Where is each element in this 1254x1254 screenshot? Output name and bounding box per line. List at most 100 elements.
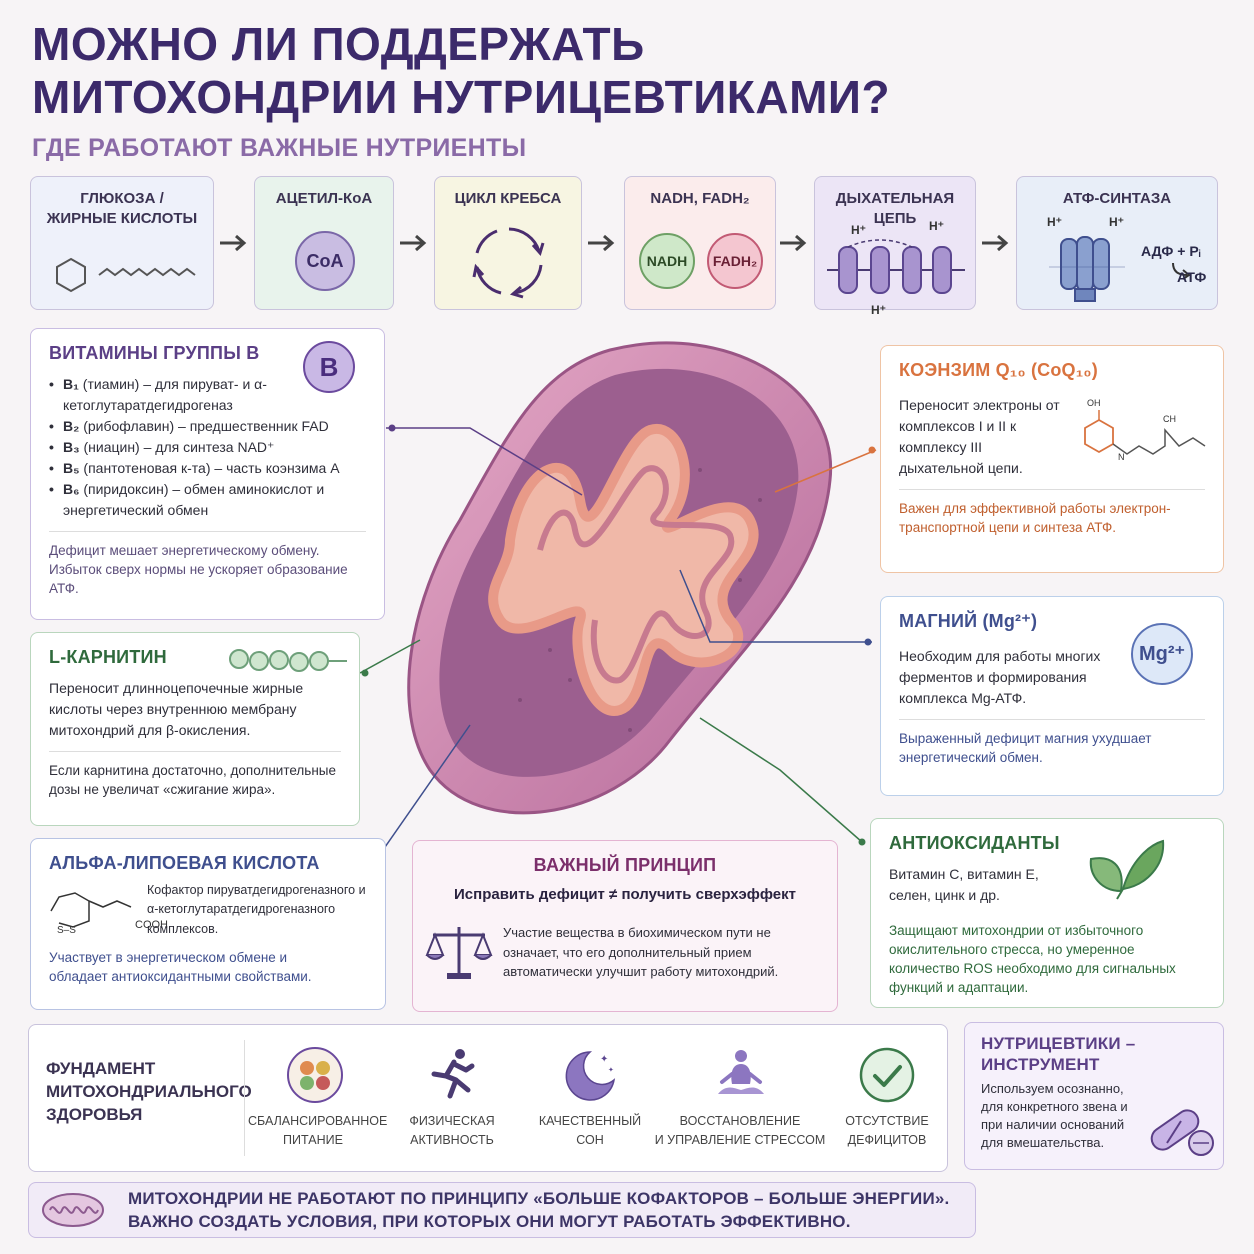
footer-message: МИТОХОНДРИИ НЕ РАБОТАЮТ ПО ПРИНЦИПУ «БОЛ… — [128, 1188, 949, 1234]
vitamin-list: B₁ (тиамин) – для пируват- и α-кетоглута… — [49, 374, 366, 521]
fadh2-badge: FADH₂ — [707, 233, 763, 289]
arrow-icon — [220, 234, 247, 252]
page-title: МОЖНО ЛИ ПОДДЕРЖАТЬ МИТОХОНДРИИ НУТРИЦЕВ… — [32, 18, 890, 124]
atp-label: АТФ — [1177, 269, 1207, 285]
card-coq10: КОЭНЗИМ Q₁₀ (CoQ₁₀) Переносит электроны … — [880, 345, 1224, 573]
meditation-icon — [718, 1050, 764, 1094]
electron-chain-icon — [827, 239, 965, 294]
card-text: Переносит длинноцепочечные жирные кислот… — [49, 680, 304, 738]
card-text: Необходим для работы многих ферментов и … — [899, 648, 1101, 706]
arrow-icon — [982, 234, 1009, 252]
arrow-icon — [588, 234, 615, 252]
card-note: Дефицит мешает энергетическому обмену. И… — [49, 543, 348, 596]
proton-label: H⁺ — [1109, 215, 1124, 229]
card-title: НУТРИЦЕВТИКИ – ИНСТРУМЕНТ — [981, 1034, 1136, 1075]
plate-icon — [287, 1047, 343, 1103]
check-circle-icon — [859, 1047, 915, 1103]
card-text: Витамин С, витамин Е, селен, цинк и др. — [889, 866, 1039, 903]
list-item: B₃ (ниацин) – для синтеза NAD⁺ — [49, 437, 366, 458]
list-item: B₅ (пантотеновая к-та) – часть коэнзима … — [49, 458, 366, 479]
proton-label: H⁺ — [1047, 215, 1062, 229]
flow-respiratory-chain: ДЫХАТЕЛЬНАЯ ЦЕПЬ H⁺ H⁺ H⁺ — [814, 176, 976, 317]
lipoic-molecule-icon — [50, 892, 132, 928]
cycle-arrows-icon — [472, 227, 545, 299]
arrow-icon — [400, 234, 427, 252]
foundation-panel — [28, 1024, 948, 1172]
molecule-chain-icon — [229, 649, 347, 672]
glucose-ring-icon — [56, 257, 196, 293]
card-nutraceuticals-tool: НУТРИЦЕВТИКИ – ИНСТРУМЕНТ Используем осо… — [964, 1022, 1224, 1170]
flow-resp-line2: ЦЕПЬ — [873, 210, 917, 228]
atp-synthase-icon — [1049, 236, 1125, 302]
flow-glucose: ГЛЮКОЗА / ЖИРНЫЕ КИСЛОТЫ — [30, 176, 214, 310]
proton-label: H⁺ — [851, 223, 866, 237]
card-l-carnitine: L-КАРНИТИН Переносит длинноцепочечные жи… — [30, 632, 360, 826]
footer-line-1: МИТОХОНДРИИ НЕ РАБОТАЮТ ПО ПРИНЦИПУ «БОЛ… — [128, 1189, 950, 1208]
card-note: Защищают митохондрии от избыточного окис… — [889, 923, 1176, 995]
card-text: Участие вещества в биохимическом пути не… — [503, 925, 779, 979]
nadh-badge: NADH — [639, 233, 695, 289]
flow-nadh-label: NADH, FADH₂ — [650, 190, 750, 207]
card-text: Кофактор пируватдегидрогеназного и α-кет… — [147, 883, 366, 936]
flow-krebs: ЦИКЛ КРЕБСА — [434, 176, 582, 310]
card-note: Важен для эффективной работы электрон-тр… — [899, 501, 1171, 535]
disulfide-label: S–S — [57, 925, 76, 936]
card-title: L-КАРНИТИН — [49, 647, 167, 667]
divider — [244, 1040, 245, 1156]
card-magnesium: МАГНИЙ (Mg²⁺) Mg²⁺ Необходим для работы … — [880, 596, 1224, 796]
divider — [49, 531, 366, 532]
principle-formula: Исправить дефицит ≠ получить сверхэффект — [454, 886, 796, 903]
card-note: Выраженный дефицит магния ухудшает энерг… — [899, 731, 1152, 765]
flow-nadh: NADH, FADH₂ NADH FADH₂ — [624, 176, 776, 310]
adp-label: АДФ + Pᵢ — [1141, 243, 1201, 259]
flow-resp-line1: ДЫХАТЕЛЬНАЯ — [835, 190, 955, 207]
title-line-1: МОЖНО ЛИ ПОДДЕРЖАТЬ — [32, 18, 645, 70]
flow-acetyl-label: АЦЕТИЛ-КоА — [275, 190, 373, 207]
carboxyl-label: COOH — [135, 919, 168, 931]
flow-glucose-line1: ГЛЮКОЗА / — [80, 190, 164, 207]
card-title: МАГНИЙ (Mg²⁺) — [899, 611, 1038, 631]
moon-icon: ✦✦ — [565, 1051, 616, 1101]
list-item: B₁ (тиамин) – для пируват- и α-кетоглута… — [49, 374, 366, 416]
divider — [899, 489, 1205, 490]
mitochondrion-icon — [42, 1193, 104, 1227]
flow-krebs-label: ЦИКЛ КРЕБСА — [454, 190, 562, 207]
page-subtitle: ГДЕ РАБОТАЮТ ВАЖНЫЕ НУТРИЕНТЫ — [32, 134, 527, 162]
svg-text:✦: ✦ — [600, 1054, 608, 1065]
nitrogen-label: N — [1118, 452, 1125, 462]
card-note: Если карнитина достаточно, дополнительны… — [49, 763, 336, 797]
card-title: ВИТАМИНЫ ГРУППЫ B — [49, 343, 260, 363]
card-title: КОЭНЗИМ Q₁₀ (CoQ₁₀) — [899, 360, 1098, 380]
divider — [49, 751, 341, 752]
proton-label: H⁺ — [929, 219, 944, 233]
scales-icon — [425, 927, 493, 979]
curved-arrow-icon — [1172, 262, 1191, 280]
magnesium-icon: Mg²⁺ — [1131, 623, 1193, 685]
methyl-label: CH — [1163, 414, 1176, 424]
flow-acetyl-coa: АЦЕТИЛ-КоА CoA — [254, 176, 394, 310]
card-title: АЛЬФА-ЛИПОЕВАЯ КИСЛОТА — [49, 853, 320, 873]
coa-badge: CoA — [295, 231, 355, 291]
card-title: АНТИОКСИДАНТЫ — [889, 833, 1060, 853]
list-item: B₆ (пиридоксин) – обмен аминокислот и эн… — [49, 479, 366, 521]
running-person-icon — [431, 1049, 475, 1099]
foundation-title: ФУНДАМЕНТ МИТОХОНДРИАЛЬНОГО ЗДОРОВЬЯ — [46, 1059, 252, 1124]
flow-glucose-line2: ЖИРНЫЕ КИСЛОТЫ — [46, 210, 198, 228]
arrow-icon — [780, 234, 807, 252]
footer-line-2: ВАЖНО СОЗДАТЬ УСЛОВИЯ, ПРИ КОТОРЫХ ОНИ М… — [128, 1211, 851, 1231]
card-title: ВАЖНЫЙ ПРИНЦИП — [533, 855, 717, 875]
coq10-molecule-icon — [1084, 410, 1206, 455]
list-item: B₂ (рибофлавин) – предшественник FAD — [49, 416, 366, 437]
proton-label: H⁺ — [871, 303, 886, 317]
divider — [899, 719, 1205, 720]
leaf-icon — [1089, 839, 1165, 900]
card-note: Участвует в энергетическом обмене и обла… — [49, 950, 312, 984]
card-text: Переносит электроны от комплексов I и II… — [899, 397, 1060, 476]
capsule-pill-icon — [1150, 1109, 1214, 1156]
